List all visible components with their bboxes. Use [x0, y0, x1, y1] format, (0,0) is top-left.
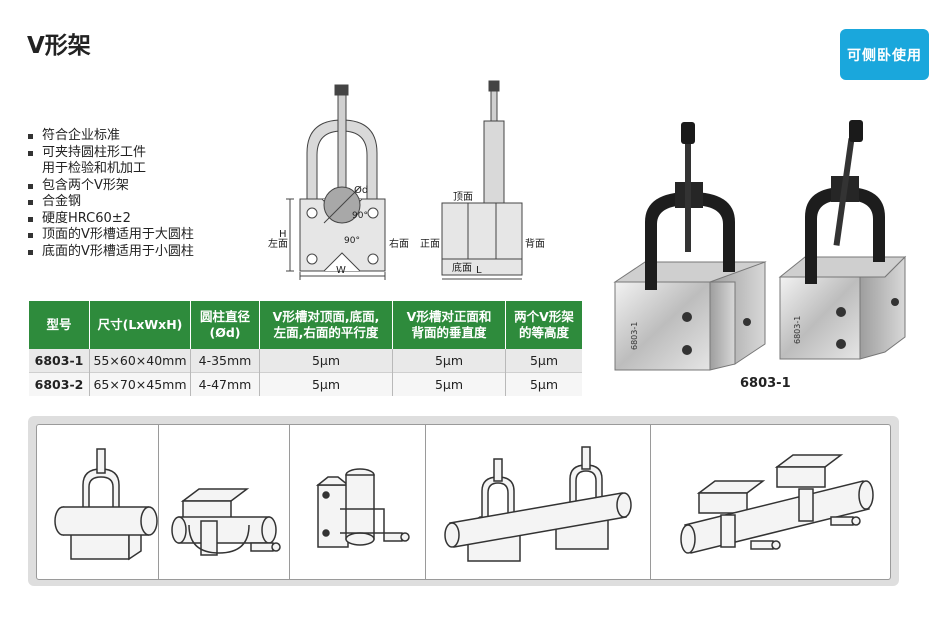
left-face-label: 左面 — [268, 237, 288, 250]
block-marking: 6803-1 — [630, 322, 639, 350]
usage-panel — [28, 416, 899, 586]
bullet-icon — [28, 150, 33, 156]
feature-item: 硬度HRC60±2 — [28, 211, 194, 228]
v-block-upright-icon — [54, 448, 158, 561]
v-block-right: 6803-1 — [778, 120, 907, 360]
table-header-row: 型号 尺寸(LxWxH) 圆柱直径(Ød) V形槽对顶面,底面,左面,右面的平行… — [29, 301, 582, 349]
col-header-perpendicularity: V形槽对正面和背面的垂直度 — [392, 301, 506, 349]
length-label: L — [476, 265, 482, 276]
bullet-icon — [28, 249, 33, 255]
feature-item: 顶面的V形槽适用于大圆柱 — [28, 227, 194, 244]
feature-item: 可夹持圆柱形工件用于检验和机加工 — [28, 145, 194, 178]
diameter-label: Ød — [354, 184, 368, 196]
v-block-left: 6803-1 — [613, 122, 767, 371]
bullet-icon — [28, 233, 33, 238]
photo-caption: 6803-1 — [740, 376, 791, 391]
feature-item: 包含两个V形架 — [28, 178, 194, 195]
col-header-parallelism: V形槽对顶面,底面,左面,右面的平行度 — [259, 301, 393, 349]
v-block-pair-icon — [444, 446, 632, 562]
v-block-vertical-icon — [315, 468, 410, 548]
v-block-pair-side-icon — [680, 454, 874, 554]
usage-illustration-pair-upright — [426, 425, 652, 579]
bullet-icon — [28, 216, 33, 222]
usage-strip — [36, 424, 891, 580]
usage-illustration-upright — [37, 425, 160, 579]
top-face-label: 顶面 — [453, 191, 473, 203]
table-row: 6803-2 65×70×45mm 4-47mm 5μm 5μm 5μm — [29, 372, 582, 396]
usage-illustration-pair-side — [651, 425, 890, 579]
bottom-face-label: 底面 — [452, 261, 472, 274]
page-title: V形架 — [27, 33, 91, 59]
col-header-model: 型号 — [29, 301, 90, 349]
spec-table: 型号 尺寸(LxWxH) 圆柱直径(Ød) V形槽对顶面,底面,左面,右面的平行… — [29, 301, 582, 396]
right-face-label: 右面 — [389, 237, 409, 250]
table-row: 6803-1 55×60×40mm 4-35mm 5μm 5μm 5μm — [29, 349, 582, 373]
front-face-label: 正面 — [420, 239, 440, 250]
feature-item: 符合企业标准 — [28, 128, 194, 145]
bullet-icon — [28, 134, 33, 139]
width-label: W — [336, 265, 346, 276]
angle-label: 90° — [352, 211, 368, 221]
usage-illustration-side-lying — [159, 425, 290, 579]
angle-label: 90° — [344, 236, 360, 246]
bullet-icon — [28, 183, 33, 189]
product-photo: 6803-1 6803-1 — [613, 120, 907, 371]
col-header-size: 尺寸(LxWxH) — [89, 301, 191, 349]
usage-illustration-vertical — [290, 425, 427, 579]
height-label: H — [279, 229, 287, 240]
col-header-equal-height: 两个V形架的等高度 — [505, 301, 582, 349]
feature-list: 符合企业标准 可夹持圆柱形工件用于检验和机加工 包含两个V形架 合金钢 硬度HR… — [28, 128, 194, 260]
technical-drawing: Ød 90° 90° H W 左面 右面 正面 顶面 背面 底面 L — [268, 80, 545, 280]
feature-item: 合金钢 — [28, 194, 194, 211]
v-block-side-icon — [171, 488, 282, 556]
bullet-icon — [28, 200, 33, 205]
feature-item: 底面的V形槽适用于小圆柱 — [28, 244, 194, 261]
back-face-label: 背面 — [525, 237, 545, 250]
block-marking: 6803-1 — [793, 316, 802, 344]
col-header-diameter: 圆柱直径(Ød) — [190, 301, 260, 349]
side-use-badge: 可侧卧使用 — [840, 29, 929, 80]
